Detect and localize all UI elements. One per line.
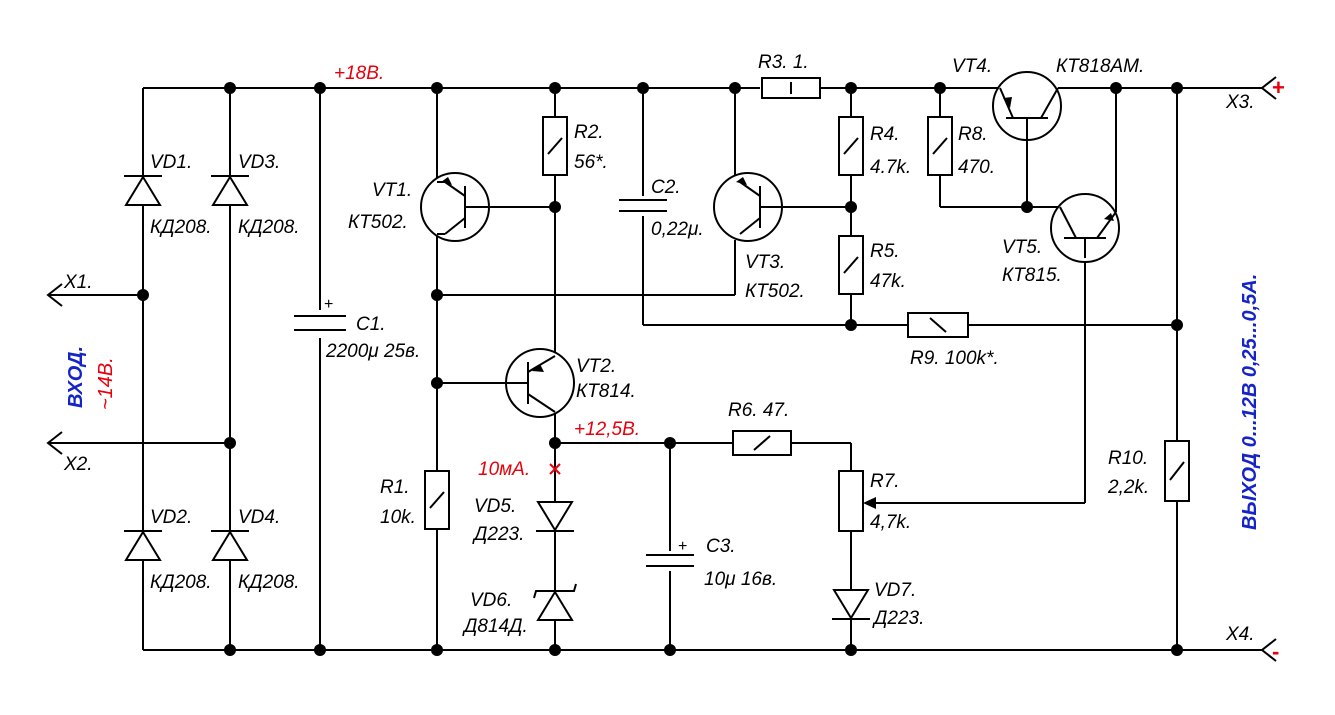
input-title: ВХОД. (65, 346, 87, 408)
r2-name: R2. (574, 122, 604, 143)
diode-vd2 (124, 530, 162, 561)
capacitor-c1: + (290, 296, 350, 338)
r5-value: 47k. (870, 271, 906, 292)
c2-value: 0,22μ. (651, 219, 704, 240)
resistor-r8 (927, 116, 953, 176)
vd7-type: Д223. (872, 608, 924, 629)
vd4-type: КД208. (238, 572, 300, 593)
current-label: 10мА. (478, 459, 530, 480)
c3-value: 10μ 16в. (704, 569, 777, 590)
resistor-r1 (424, 470, 450, 530)
vd7-name: VD7. (874, 580, 916, 601)
transistor-vt5 (1050, 182, 1120, 263)
vt1-type: КТ502. (348, 212, 408, 233)
output-plus-sign: + (1272, 75, 1285, 100)
vd1-type: КД208. (150, 217, 212, 238)
resistor-r4 (838, 116, 864, 176)
resistor-r6 (732, 430, 792, 456)
vt3-name: VT3. (745, 252, 785, 273)
svg-text:+: + (324, 296, 333, 313)
r10-value: 2,2k. (1107, 477, 1149, 498)
r5-name: R5. (870, 241, 900, 262)
resistor-r9 (907, 312, 969, 338)
vd6-type: Д814Д. (462, 616, 528, 637)
r3-label: R3. 1. (758, 52, 809, 73)
resistor-r3 (761, 77, 821, 99)
r4-value: 4.7k. (870, 157, 911, 178)
r8-name: R8. (958, 124, 988, 145)
c3-name: C3. (706, 536, 736, 557)
resistor-r10 (1164, 440, 1190, 502)
output-x3-label: X3. (1225, 92, 1255, 113)
vt4-type: КТ818АМ. (1056, 56, 1144, 77)
vt5-name: VT5. (1002, 237, 1042, 258)
current-break-mark (549, 463, 561, 475)
r7-name: R7. (870, 471, 900, 492)
svg-text:+: + (678, 538, 687, 555)
transistor-vt3 (713, 172, 783, 242)
r4-name: R4. (870, 124, 900, 145)
vd5-type: Д223. (472, 524, 524, 545)
c2-name: C2. (651, 177, 681, 198)
input-x1-label: X1. (63, 272, 93, 293)
r2-value: 56*. (574, 152, 608, 173)
vt4-name: VT4. (952, 56, 992, 77)
input-voltage-value: ~14В. (95, 357, 117, 410)
c1-name: C1. (356, 314, 386, 335)
vt1-name: VT1. (372, 180, 412, 201)
r8-value: 470. (958, 157, 995, 178)
vt2-type: КТ814. (576, 381, 636, 402)
output-x4-label: X4. (1225, 624, 1255, 645)
transistor-vt1 (420, 172, 490, 242)
vd1-name: VD1. (150, 152, 192, 173)
resistor-r2 (542, 116, 568, 176)
diode-vd3 (211, 175, 249, 206)
diode-vd1 (124, 175, 162, 206)
supply-voltage-label: +18В. (334, 63, 384, 84)
r1-value: 10k. (380, 507, 416, 528)
r1-name: R1. (380, 477, 410, 498)
vd6-name: VD6. (470, 590, 512, 611)
vd2-type: КД208. (150, 572, 212, 593)
transistor-vt2 (505, 348, 575, 418)
vt3-type: КТ502. (745, 281, 805, 302)
junction-dots (137, 82, 1183, 656)
zener-vd6 (533, 583, 577, 621)
r9-label: R9. 100k*. (910, 348, 999, 369)
vd2-name: VD2. (150, 507, 192, 528)
c1-value: 2200μ 25в. (325, 341, 420, 362)
r10-name: R10. (1108, 448, 1148, 469)
r7-value: 4,7k. (870, 512, 911, 533)
connector-arrows (46, 76, 1277, 662)
input-x2-label: X2. (63, 454, 93, 475)
vd5-name: VD5. (474, 496, 516, 517)
vd4-name: VD4. (238, 507, 280, 528)
vt5-type: КТ815. (1002, 265, 1062, 286)
vd3-name: VD3. (238, 152, 280, 173)
transistor-vt4 (992, 71, 1062, 141)
vt2-name: VT2. (576, 356, 616, 377)
output-title: ВЫХОД 0...12В 0,25...0,5А. (1239, 274, 1261, 530)
diode-vd5 (536, 501, 574, 532)
capacitor-c2 (616, 196, 670, 216)
output-minus-sign: - (1272, 639, 1279, 664)
diode-vd7 (832, 589, 870, 620)
resistor-r5 (838, 235, 864, 295)
diode-vd4 (211, 530, 249, 561)
potentiometer-r7 (838, 470, 876, 532)
r6-label: R6. 47. (728, 400, 789, 421)
capacitor-c3: + (642, 538, 698, 571)
vd3-type: КД208. (238, 217, 300, 238)
reference-voltage-label: +12,5В. (574, 419, 640, 440)
